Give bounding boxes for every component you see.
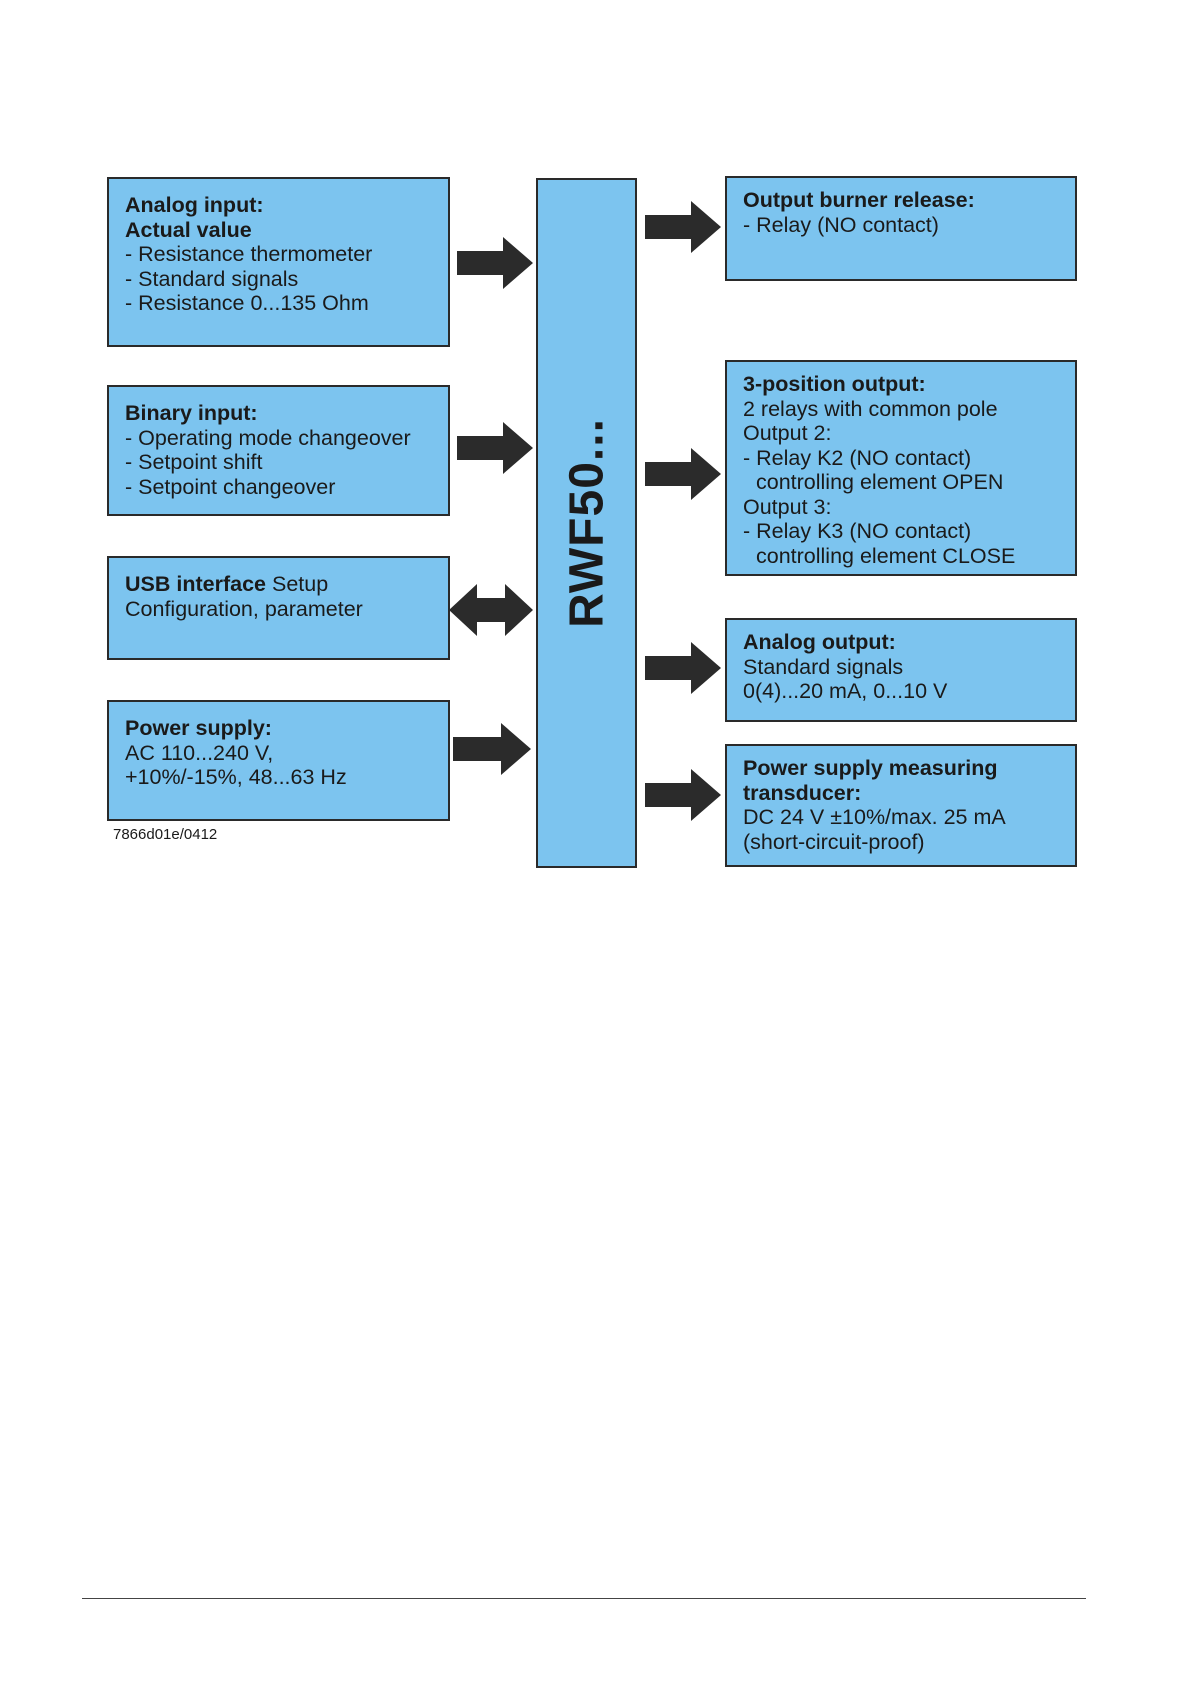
analog-output-box: Analog output: Standard signals 0(4)...2… [725,618,1077,722]
usb-interface-line1: USB interface Setup [125,572,432,597]
three-position-title: 3-position output: [743,372,926,396]
output-burner-box: Output burner release: - Relay (NO conta… [725,176,1077,281]
analog-input-item: - Resistance thermometer [125,242,373,266]
arrow-right-icon [645,201,721,253]
binary-input-item: - Setpoint changeover [125,474,336,499]
binary-input-item: - Operating mode changeover [125,425,411,450]
output-burner-line: - Relay (NO contact) [743,212,939,237]
usb-interface-title-rest: Setup [266,572,329,596]
three-position-line: - Relay K2 (NO contact) [743,445,972,470]
output-burner-title: Output burner release: [743,188,975,212]
three-position-indent: controlling element OPEN [756,470,1004,494]
arrow-right-icon [645,769,721,821]
analog-input-item: - Standard signals [125,266,299,291]
footer-rule [82,1598,1086,1599]
three-position-output-box: 3-position output: 2 relays with common … [725,360,1077,576]
arrow-right-icon [453,723,531,775]
rwf50-device: RWF50... [536,178,637,868]
arrow-right-icon [645,642,721,694]
power-supply-title: Power supply: [125,716,272,740]
usb-interface-box: USB interface Setup Configuration, param… [107,556,450,660]
transducer-line: DC 24 V ±10%/max. 25 mA [743,805,1006,829]
binary-input-box: Binary input: - Operating mode changeove… [107,385,450,516]
three-position-indent: controlling element CLOSE [756,543,1016,568]
analog-input-box: Analog input: Actual value - Resistance … [107,177,450,347]
transducer-title: Power supply measuring [743,756,998,780]
analog-output-line: 0(4)...20 mA, 0...10 V [743,679,948,703]
transducer-title: transducer: [743,780,862,805]
arrow-bidirectional-icon [449,584,533,636]
binary-input-item: - Setpoint shift [125,450,263,474]
analog-output-title: Analog output: [743,630,896,654]
three-position-line: Output 2: [743,421,832,445]
arrow-right-icon [457,237,533,289]
three-position-line: 2 relays with common pole [743,396,998,421]
device-label: RWF50... [560,418,613,628]
power-supply-line1: AC 110...240 V, [125,740,274,765]
analog-input-item: - Resistance 0...135 Ohm [125,291,369,315]
usb-interface-line2: Configuration, parameter [125,596,363,621]
arrow-right-icon [645,448,721,500]
three-position-line: - Relay K3 (NO contact) [743,519,972,543]
transducer-supply-box: Power supply measuring transducer: DC 24… [725,744,1077,867]
figure-code: 7866d01e/0412 [113,826,218,843]
power-supply-line2: +10%/-15%, 48...63 Hz [125,765,347,789]
arrow-right-icon [457,422,533,474]
usb-interface-title: USB interface [125,572,266,596]
transducer-line: (short-circuit-proof) [743,829,925,854]
analog-input-subtitle: Actual value [125,217,252,242]
three-position-line: Output 3: [743,494,832,519]
power-supply-box: Power supply: AC 110...240 V, +10%/-15%,… [107,700,450,821]
binary-input-title: Binary input: [125,401,258,425]
analog-output-line: Standard signals [743,654,904,679]
analog-input-title: Analog input: [125,193,264,217]
